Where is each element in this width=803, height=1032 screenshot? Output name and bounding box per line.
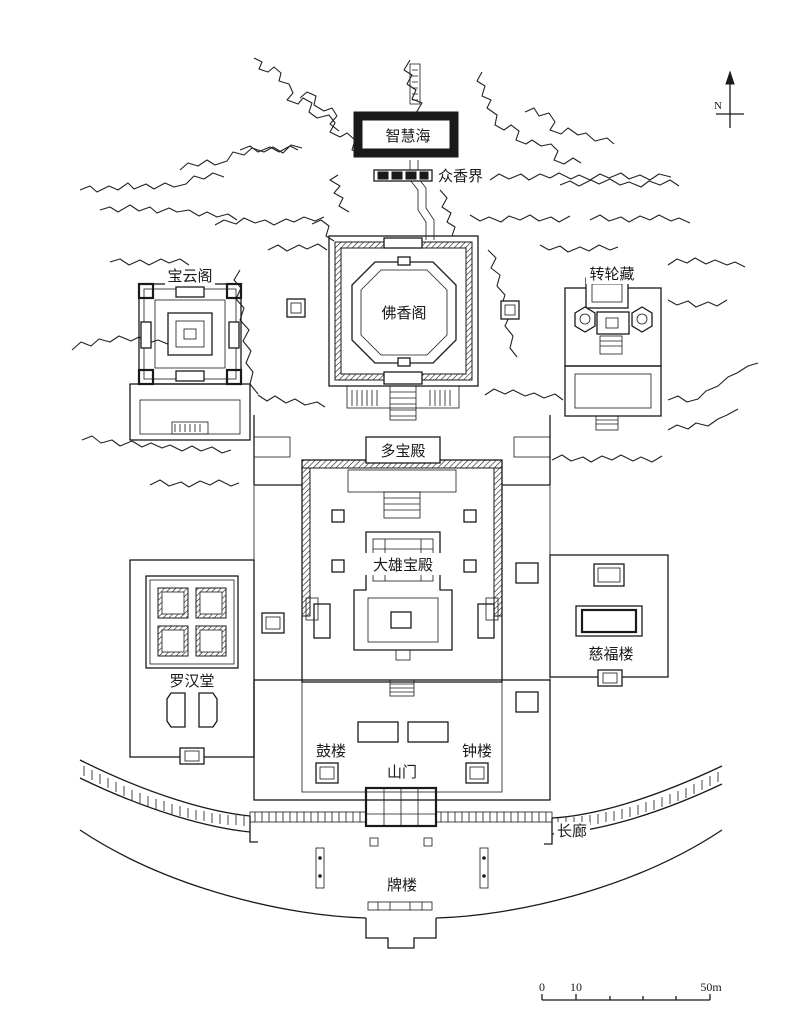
label-foxiangge: 佛香阁 xyxy=(381,305,426,322)
side-kiosks xyxy=(286,298,520,320)
baoyunge-complex xyxy=(129,268,251,441)
label-zhihuihai: 智慧海 xyxy=(385,127,430,145)
label-changlang: 长廊 xyxy=(557,823,587,840)
connecting-galleries xyxy=(253,415,551,486)
shanmen-gate xyxy=(364,762,438,828)
label-pailou: 牌楼 xyxy=(387,877,417,894)
changlang-corridor xyxy=(79,759,723,845)
label-zhongxiangjie: 众香界 xyxy=(438,168,483,185)
label-duobaodian: 多宝殿 xyxy=(380,443,425,460)
zhongxiangjie-gate xyxy=(373,169,433,182)
label-zhuanlunzang: 转轮藏 xyxy=(589,266,634,283)
label-daxiongbaodian: 大雄宝殿 xyxy=(373,557,433,574)
north-arrow-icon xyxy=(716,70,744,128)
scale-label-0: 0 xyxy=(539,980,545,994)
label-cifulou: 慈福楼 xyxy=(588,646,633,663)
cifulou-complex xyxy=(549,554,669,687)
label-luohantang: 罗汉堂 xyxy=(169,673,214,690)
label-shanmen: 山门 xyxy=(387,764,417,781)
scale-bar xyxy=(541,994,711,1001)
front-courtyard xyxy=(253,679,551,801)
scale-label-10: 10 xyxy=(570,980,582,994)
label-gulou: 鼓楼 xyxy=(316,743,346,760)
zhihuihai-hall xyxy=(353,111,459,158)
luohantang-complex xyxy=(129,559,255,765)
zhuanlunzang-complex xyxy=(564,266,662,431)
pailou-plaza xyxy=(79,829,723,949)
label-baoyunge: 宝云阁 xyxy=(167,268,212,285)
north-arrow-letter: N xyxy=(714,100,722,112)
main-courtyard xyxy=(301,436,503,697)
scale-label-50m: 50m xyxy=(700,980,722,994)
foxiangge-pavilion xyxy=(328,235,479,421)
label-zhonglou: 钟楼 xyxy=(462,743,492,760)
rockery-outlines xyxy=(71,57,759,488)
